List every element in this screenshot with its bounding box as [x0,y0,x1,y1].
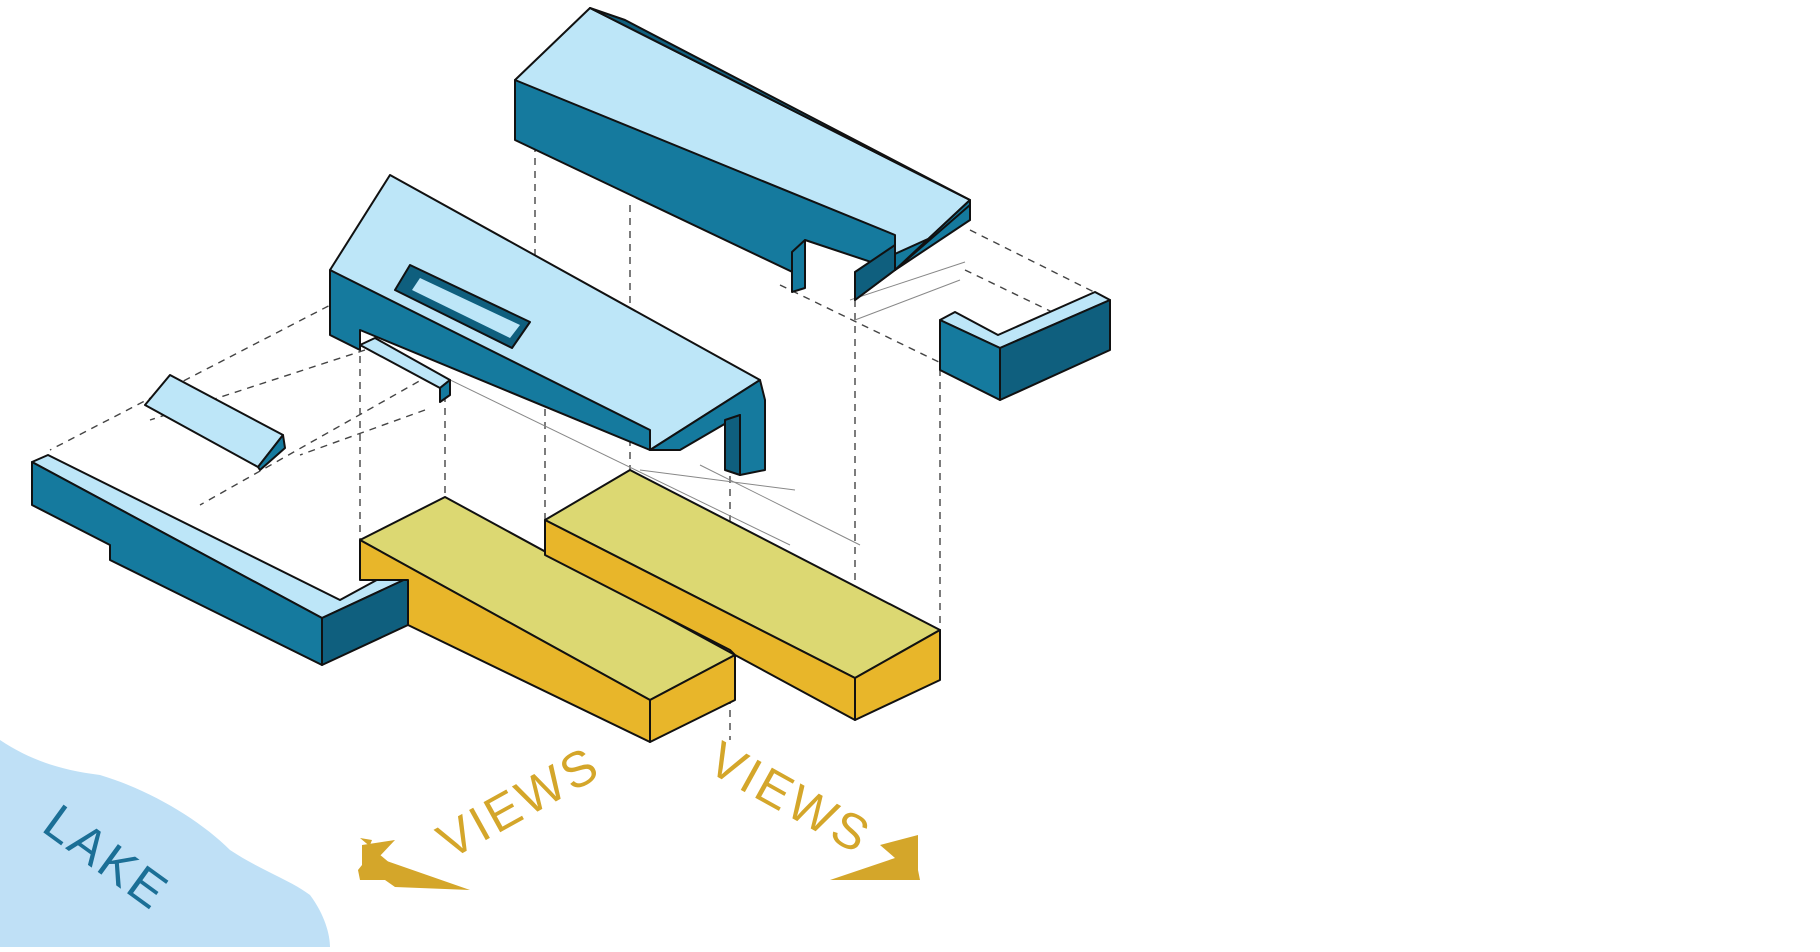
lower-left-l-wall [31,454,409,666]
projection-lines [49,145,1111,740]
base-volume-left [359,496,736,743]
right-l-wall [939,291,1111,401]
views-label-left: VIEWS [428,735,609,869]
upper-building-volume [514,7,971,301]
middle-building-volume [329,174,766,476]
lake-shape [0,740,330,947]
base-volume-right [544,469,941,721]
views-arrow-right [830,835,920,880]
views-arrow-left [358,838,470,890]
views-label-right: VIEWS [700,731,881,865]
small-roof-piece [144,374,286,471]
